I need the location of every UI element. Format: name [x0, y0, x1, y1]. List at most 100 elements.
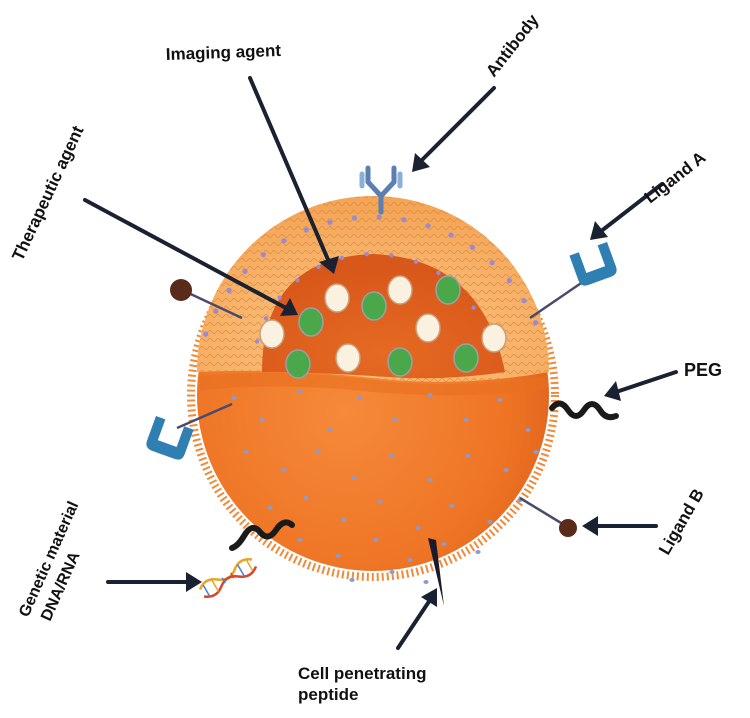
surface-dot [427, 478, 433, 482]
surface-dot [303, 496, 309, 500]
surface-dot [525, 428, 531, 432]
surface-dot [315, 450, 321, 454]
lipid-headgroup [203, 331, 209, 337]
lipid-headgroup [389, 253, 394, 258]
surface-dot [465, 454, 471, 458]
label-cell-penetrating: Cell penetrating [298, 664, 426, 683]
label-antibody: Antibody [482, 10, 543, 80]
imaging-agent-particle [415, 313, 441, 343]
arrow-ligand-b [582, 516, 658, 536]
dna-helix-icon [198, 558, 258, 598]
lipid-headgroup [521, 298, 527, 304]
surface-dot [341, 518, 347, 522]
surface-dot [475, 550, 481, 554]
surface-dot [533, 450, 539, 454]
lipid-headgroup [506, 278, 512, 284]
surface-dot [373, 538, 379, 542]
surface-dot [281, 468, 287, 472]
lipid-headgroup [401, 217, 407, 223]
surface-dot [351, 476, 357, 480]
therapeutic-agent-particle [435, 275, 461, 305]
lipid-headgroup [533, 320, 539, 326]
arrow-ligand-a [590, 182, 664, 240]
lipid-headgroup [436, 270, 441, 276]
peg-chain-icon [549, 400, 619, 421]
antibody-icon [359, 165, 403, 215]
lipid-headgroup [281, 238, 287, 244]
surface-dot [392, 418, 398, 422]
payload-group [259, 275, 507, 379]
imaging-agent-particle [387, 275, 413, 305]
surface-dot [231, 396, 237, 400]
lipid-headgroup [448, 232, 454, 238]
lipid-headgroup [295, 278, 300, 283]
surface-dot [377, 500, 383, 504]
label-ligand-b: Ligand B [655, 486, 708, 558]
surface-dot [389, 570, 395, 574]
lipid-headgroup [242, 268, 248, 274]
ligand-b-icon [519, 496, 577, 537]
lipid-headgroup [351, 215, 357, 221]
arrow-genetic-material [106, 572, 202, 592]
lipid-headgroup [413, 259, 419, 264]
surface-dot [487, 520, 493, 524]
surface-dot [327, 428, 333, 432]
lipid-headgroup [489, 260, 495, 266]
arrow-imaging-agent [248, 76, 339, 274]
ligand-a-icon [529, 242, 617, 320]
surface-dot [423, 580, 429, 584]
arrow-cell-penetrating-peptide [396, 588, 437, 650]
lipid-headgroup [213, 308, 219, 314]
lipid-headgroup [260, 252, 266, 258]
surface-dot [427, 393, 433, 397]
surface-dot [297, 538, 303, 542]
lipid-headgroup [327, 219, 333, 225]
lipid-headgroup [425, 223, 431, 229]
lipid-headgroup [303, 227, 309, 233]
surface-dot [503, 468, 509, 472]
therapeutic-agent-particle [298, 307, 324, 337]
label-ligand-a: Ligand A [641, 148, 710, 207]
surface-dot [297, 390, 303, 394]
surface-dot [243, 450, 249, 454]
surface-dot [415, 526, 421, 530]
lipid-headgroups [203, 214, 539, 344]
therapeutic-agent-particle [285, 349, 311, 379]
genetic-linker-icon [229, 519, 295, 551]
surface-dot [389, 454, 395, 458]
imaging-agent-particle [335, 343, 361, 373]
lipid-headgroup [376, 214, 382, 220]
surface-dot [357, 396, 363, 400]
imaging-agent-particle [259, 319, 285, 349]
surface-dot [497, 398, 503, 402]
lipid-headgroup [226, 287, 232, 293]
lipid-headgroup [469, 244, 476, 250]
imaging-agent-particle [481, 323, 507, 353]
cell-penetrating-peptide-icon [428, 538, 444, 606]
therapeutic-agent-particle [387, 347, 413, 377]
label-imaging-agent: Imaging agent [165, 41, 281, 64]
arrow-peg [604, 370, 678, 401]
lipid-headgroup [339, 255, 345, 261]
lipid-headgroup [316, 264, 321, 270]
lipid-headgroup [471, 305, 476, 310]
arrow-antibody [412, 86, 496, 172]
surface-dot [449, 504, 455, 508]
surface-dot [407, 558, 413, 562]
therapeutic-agent-particle [361, 291, 387, 321]
label-peg: PEG [684, 360, 722, 380]
surface-dot [349, 578, 355, 582]
label-therapeutic-agent: Therapeutic agent [8, 123, 87, 264]
surface-dot [463, 418, 469, 422]
therapeutic-agent-particle [453, 343, 479, 373]
lipid-headgroup [364, 252, 369, 257]
surface-dots [231, 390, 539, 584]
surface-dot [267, 506, 273, 510]
surface-dot [259, 418, 265, 422]
lipid-headgroup [263, 316, 269, 321]
label-peptide: peptide [298, 685, 358, 704]
ligand-upper-left-icon [170, 279, 243, 320]
imaging-agent-particle [324, 283, 350, 313]
